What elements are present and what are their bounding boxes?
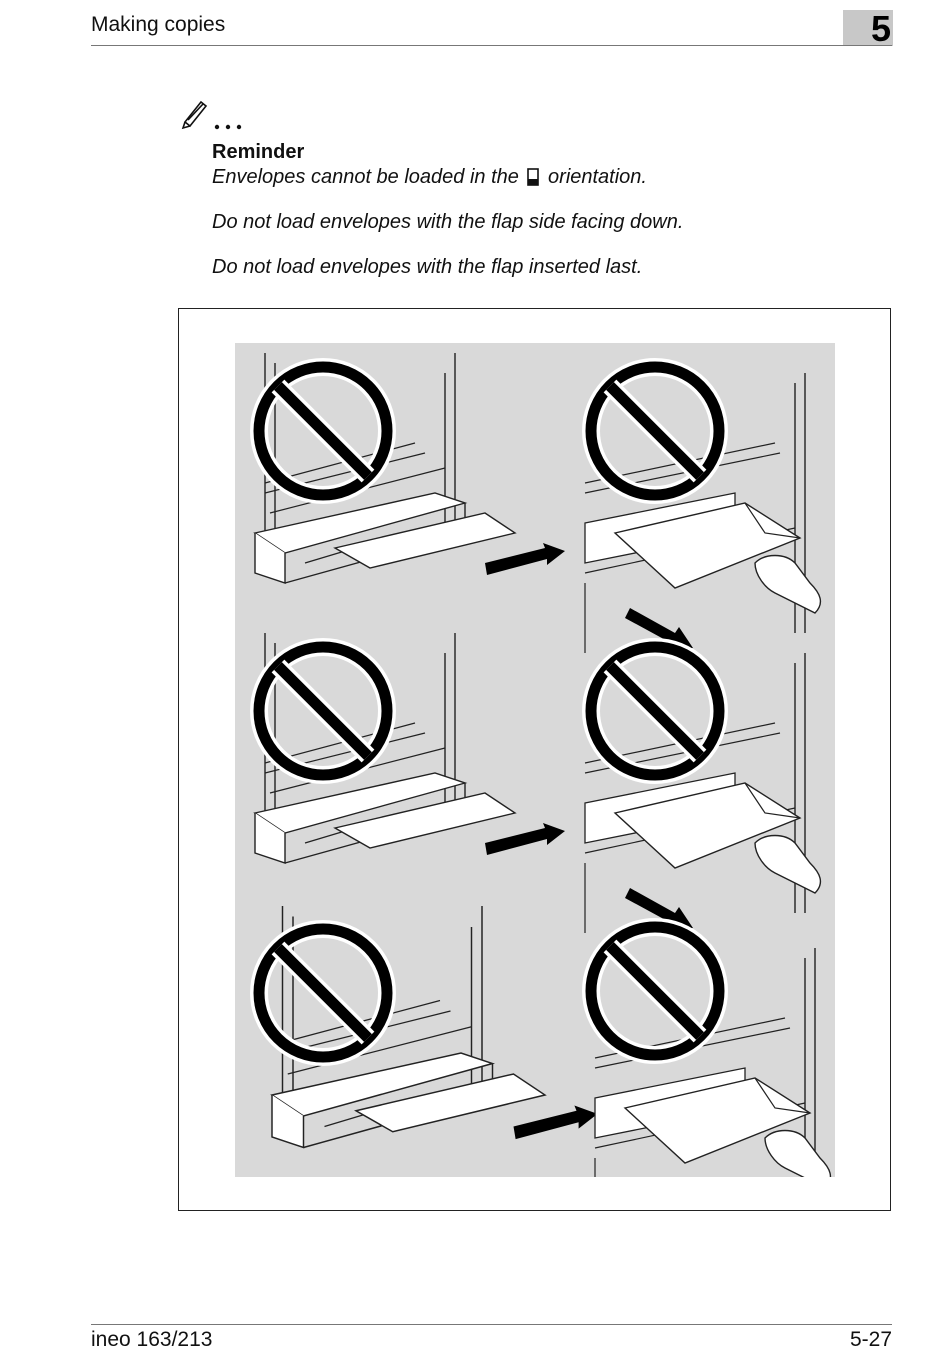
prohibited-icon	[259, 367, 387, 495]
prohibited-icon	[591, 367, 719, 495]
envelope-loading-illustrations	[235, 352, 832, 1177]
prohibited-icon	[591, 927, 719, 1055]
chapter-tab: 5	[843, 8, 893, 49]
pencil-note-icon	[181, 100, 242, 130]
figure-frame	[178, 308, 891, 1211]
chapter-number: 5	[870, 8, 891, 49]
footer-rule	[91, 1324, 892, 1325]
prohibited-icon	[259, 647, 387, 775]
reminder-line-3: Do not load envelopes with the flap inse…	[212, 256, 643, 278]
section-title: Making copies	[91, 13, 226, 36]
hand-feed-illustration	[584, 652, 822, 934]
prohibited-icon	[259, 929, 387, 1057]
reminder-title: Reminder	[212, 141, 305, 163]
reminder-line-1-start: Envelopes cannot be loaded in the	[212, 166, 519, 188]
reminder-line-2: Do not load envelopes with the flap side…	[212, 211, 684, 233]
footer-page-number: 5-27	[849, 1328, 892, 1351]
footer-model: ineo 163/213	[91, 1328, 213, 1351]
reminder-line-1: Envelopes cannot be loaded in the orient…	[212, 166, 647, 189]
header-rule	[91, 45, 892, 46]
prohibited-icon	[591, 647, 719, 775]
portrait-orientation-icon	[527, 168, 540, 186]
bypass-tray-illustration	[271, 905, 599, 1149]
bypass-tray-illustration	[254, 632, 566, 864]
hand-feed-illustration	[584, 372, 822, 654]
bypass-tray-illustration	[254, 352, 566, 584]
illustration-panel	[235, 343, 835, 1177]
reminder-line-1-end: orientation.	[548, 166, 647, 188]
